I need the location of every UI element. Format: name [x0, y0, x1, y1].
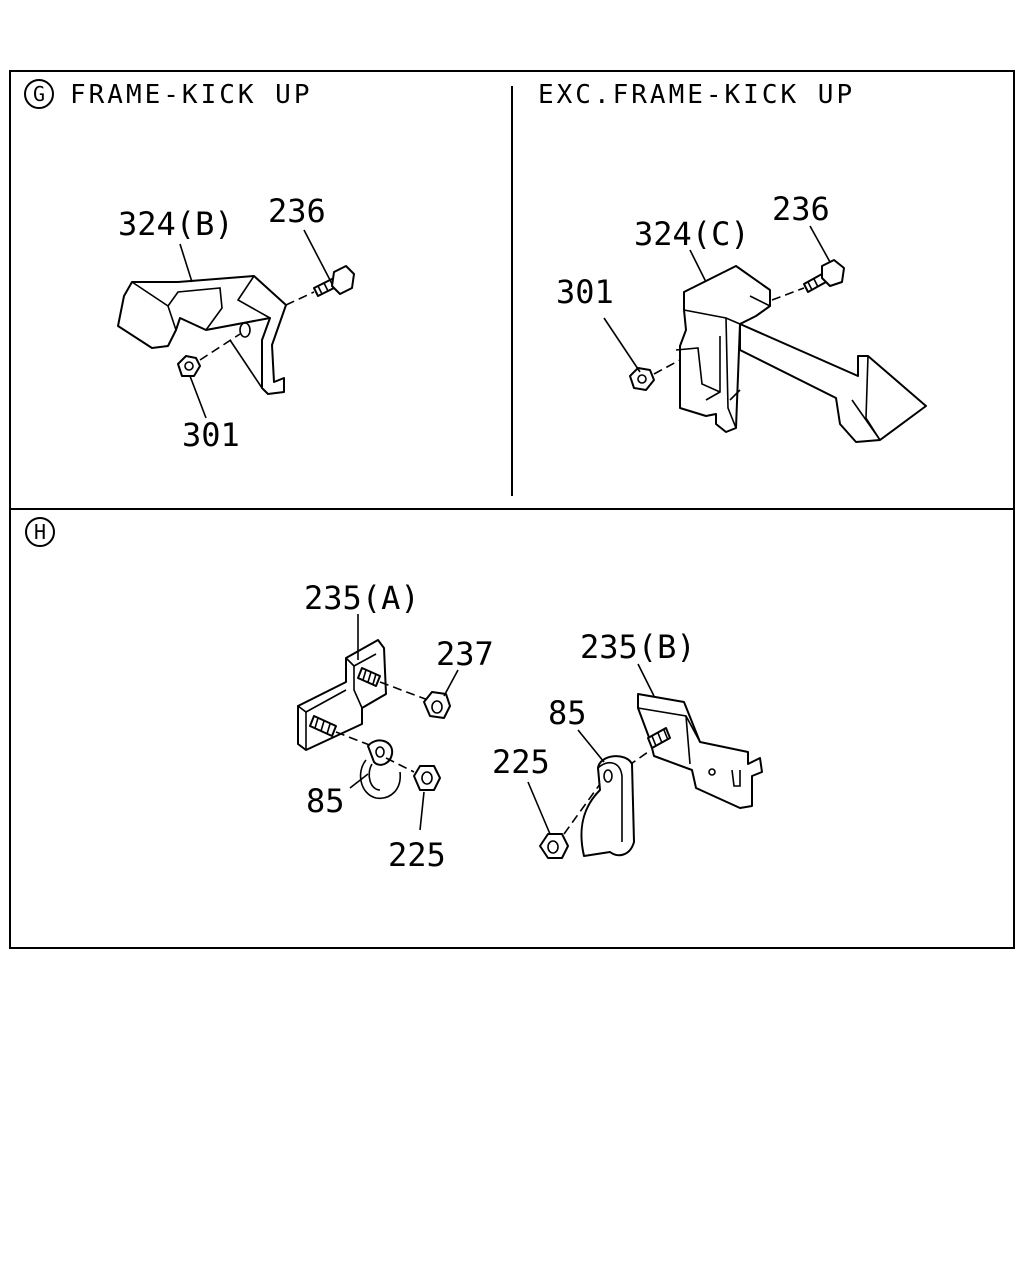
label-235b: 235(B) — [580, 628, 696, 666]
label-237: 237 — [436, 635, 494, 673]
label-85-b: 85 — [548, 694, 587, 732]
label-236-exc: 236 — [772, 190, 830, 228]
bolt-236-part — [313, 265, 355, 297]
section-g-marker: G — [24, 79, 54, 109]
leader-225-a — [419, 791, 425, 831]
section-exc-title: EXC.FRAME-KICK UP — [538, 80, 855, 110]
nut-301-exc-part — [629, 367, 655, 391]
label-324c: 324(C) — [634, 215, 750, 253]
bracket-235b-part — [637, 693, 763, 809]
bracket-324c-part — [675, 265, 927, 443]
label-301-g: 301 — [182, 416, 240, 454]
leader-85-b — [577, 729, 605, 763]
leader-85-a — [349, 773, 369, 789]
leader-324c — [689, 249, 707, 283]
leader-235b — [637, 663, 655, 697]
bolt-236-exc-part — [803, 259, 845, 293]
section-exc: EXC.FRAME-KICK UP — [538, 80, 927, 443]
leader-324b — [179, 243, 193, 283]
nut-225-a-part — [413, 765, 441, 791]
section-h-marker: H — [25, 517, 55, 547]
label-225-b: 225 — [492, 743, 550, 781]
clip-85-a-part — [359, 739, 401, 799]
stud-upper-part — [357, 667, 381, 687]
nut-225-b-part — [539, 833, 569, 859]
leader-301-exc — [603, 317, 641, 373]
stud-lower-part — [309, 715, 337, 737]
label-324b: 324(B) — [118, 205, 234, 243]
label-235a: 235(A) — [304, 579, 420, 617]
section-h: H — [25, 517, 763, 874]
nut-237-part — [423, 691, 451, 719]
section-g-title: FRAME-KICK UP — [70, 80, 313, 110]
svg-text:G: G — [33, 82, 45, 106]
bracket-324b-part — [117, 275, 287, 395]
label-225-a: 225 — [388, 836, 446, 874]
svg-text:H: H — [34, 520, 46, 544]
diagram-frames — [9, 70, 1015, 949]
section-g: G FRAME-KICK UP 324(B) 236 30 — [24, 79, 355, 454]
stud-b-part — [647, 727, 671, 749]
leader-225-b — [527, 781, 551, 835]
label-236-g: 236 — [268, 192, 326, 230]
leader-236-exc — [809, 225, 831, 263]
leader-236-g — [303, 229, 331, 281]
label-85-a: 85 — [306, 782, 345, 820]
leader-301-g — [189, 375, 207, 419]
label-301-exc: 301 — [556, 273, 614, 311]
clip-85-b-part — [580, 755, 635, 857]
leader-237 — [443, 669, 459, 697]
nut-301-part — [177, 355, 201, 377]
